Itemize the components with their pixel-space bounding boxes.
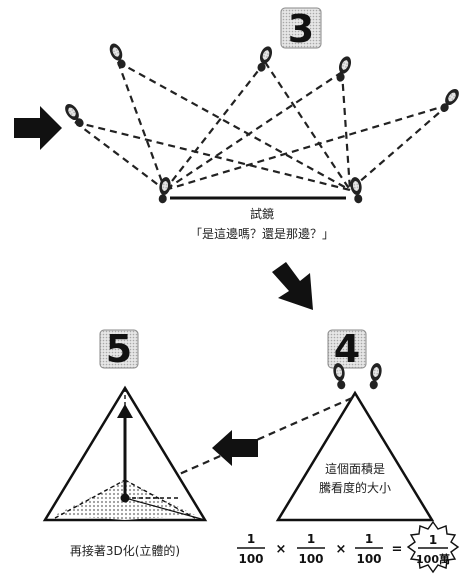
- footprint-icon: [254, 44, 275, 74]
- starburst-icon: [406, 520, 460, 574]
- footprint-icon: [437, 86, 462, 115]
- fraction-denominator: 100: [238, 552, 263, 566]
- caption-bottom-left: 再接著3D化(立體的): [70, 543, 180, 558]
- arrow-icon: [272, 262, 313, 310]
- fraction-denominator: 100: [298, 552, 323, 566]
- step-5-badge: 5: [99, 327, 139, 371]
- fraction-numerator: 1: [247, 532, 255, 546]
- footprint-icon: [156, 176, 172, 205]
- arrow-icon: [14, 106, 62, 150]
- result-numerator: 1: [429, 533, 437, 547]
- caption-triangle-line2: 騰看度的大小: [319, 480, 391, 495]
- caption-top-line2: 「是這邊嗎？還是那邊？」: [190, 226, 334, 241]
- area-triangle: [275, 390, 435, 522]
- svg-text:3: 3: [288, 7, 314, 51]
- footprint-icon: [107, 41, 129, 71]
- sight-lines: [74, 61, 449, 192]
- formula: 1 100 × 1 100 × 1 100 = 1 100萬: [237, 520, 460, 574]
- times-sign: ×: [276, 542, 287, 557]
- pyramid-edge: [124, 497, 206, 521]
- fraction-numerator: 1: [365, 532, 373, 546]
- step-3-badge: 3: [280, 7, 322, 51]
- footprint-icon: [333, 54, 354, 84]
- arrowhead-icon: [117, 404, 133, 418]
- footprint-icon: [62, 101, 87, 130]
- svg-text:5: 5: [106, 327, 132, 371]
- footprint-icon: [367, 362, 383, 391]
- equals-sign: =: [392, 542, 403, 557]
- times-sign: ×: [336, 542, 347, 557]
- caption-triangle-line1: 這個面積是: [325, 461, 385, 476]
- arrow-icon: [212, 430, 258, 466]
- fraction-denominator: 100: [356, 552, 381, 566]
- fraction-numerator: 1: [307, 532, 315, 546]
- caption-top-line1: 試鏡: [250, 206, 274, 221]
- result-denominator: 100萬: [416, 552, 450, 566]
- step-4-badge: 4: [327, 327, 367, 371]
